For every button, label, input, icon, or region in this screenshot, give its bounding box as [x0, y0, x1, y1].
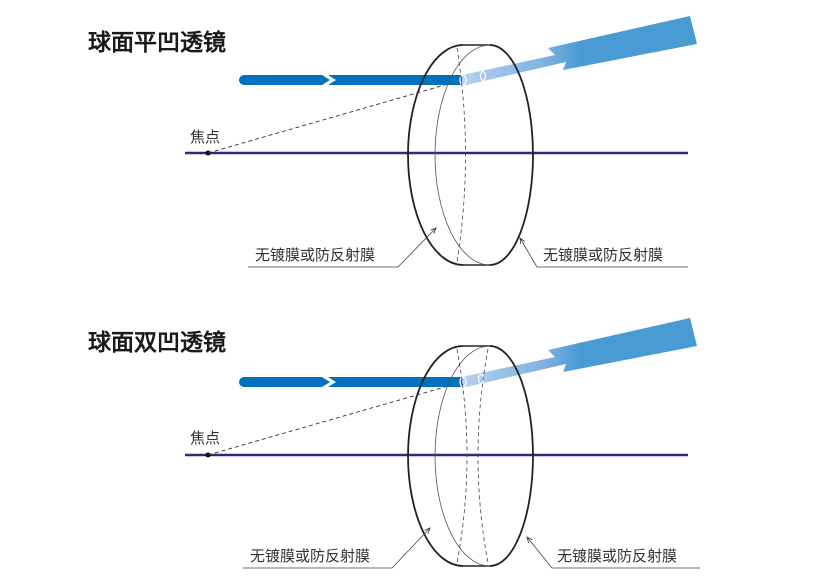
incident-beam: [239, 75, 462, 85]
left-coating-label: 无镀膜或防反射膜: [255, 246, 375, 264]
incident-beam: [239, 377, 462, 387]
diverging-beam: [462, 318, 697, 388]
diverging-beam: [462, 16, 697, 86]
left-coating-label: 无镀膜或防反射膜: [250, 547, 370, 565]
right-coating-label: 无镀膜或防反射膜: [557, 547, 677, 565]
virtual-ray: [207, 381, 463, 456]
biconcave-diagram: 球面双凹透镜 焦点 无镀膜或防反射膜 无镀膜或防反射膜: [88, 318, 700, 569]
focus-label: 焦点: [190, 429, 220, 447]
plano-concave-diagram: 球面平凹透镜 焦点 无镀膜或防反射膜 无镀膜或防反射膜: [88, 16, 697, 268]
diagram-title: 球面双凹透镜: [88, 329, 226, 356]
lens: [407, 44, 534, 266]
virtual-ray: [207, 79, 463, 154]
focus-label: 焦点: [190, 128, 220, 146]
right-coating-label: 无镀膜或防反射膜: [543, 246, 663, 264]
diagram-title: 球面平凹透镜: [88, 29, 226, 56]
lens: [407, 345, 534, 567]
